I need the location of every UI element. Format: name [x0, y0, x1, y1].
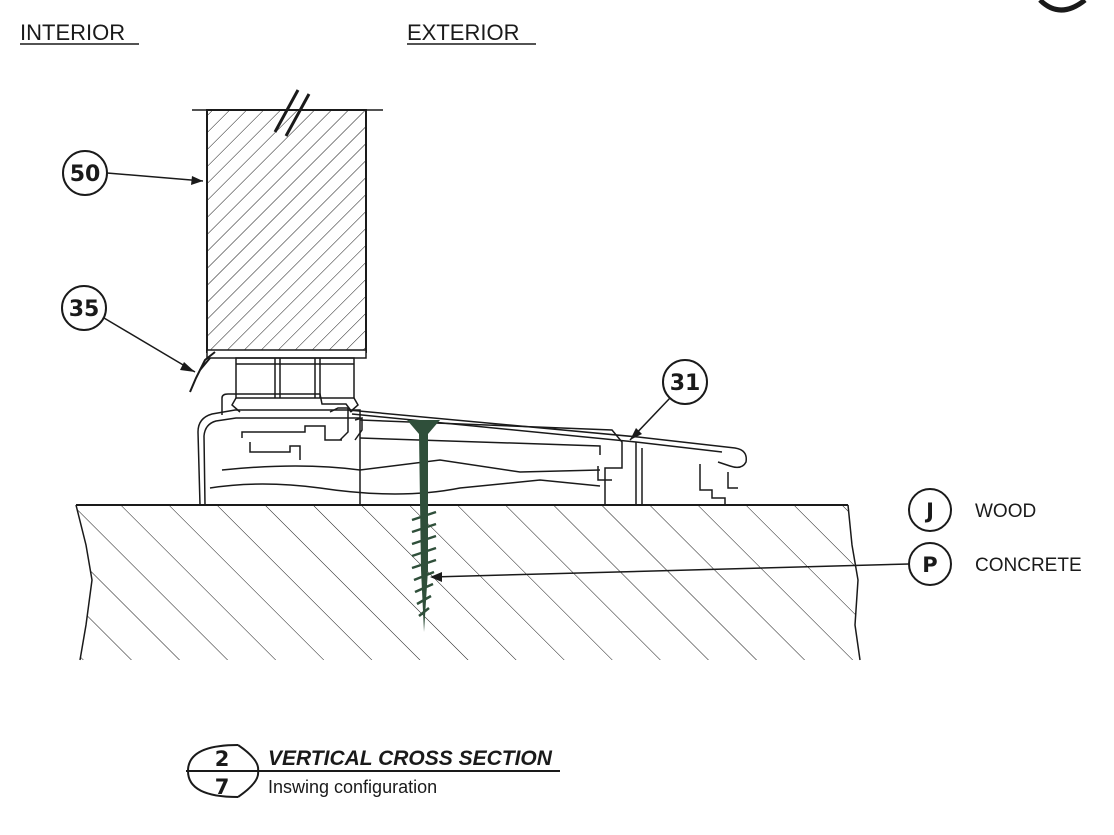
callout-31-number: 31	[670, 371, 701, 396]
legend-text-wood: WOOD	[975, 501, 1036, 522]
anchor-screw	[407, 420, 440, 632]
door-panel	[192, 89, 383, 359]
callout-50-number: 50	[70, 162, 101, 187]
legend-item-concrete: P CONCRETE	[908, 542, 1082, 586]
weatherstrip	[189, 351, 216, 393]
title-block: 2 7 VERTICAL CROSS SECTION Inswing confi…	[186, 744, 560, 799]
callout-31: 31	[629, 359, 708, 441]
detail-number: 2	[215, 747, 230, 771]
legend-letter-p: P	[922, 553, 937, 577]
callout-35: 35	[61, 285, 196, 373]
detail-title: VERTICAL CROSS SECTION	[268, 747, 553, 770]
legend-item-wood: J WOOD	[908, 488, 1036, 532]
cropped-symbol-fragment	[1038, 0, 1087, 13]
callout-50: 50	[62, 150, 204, 196]
legend-letter-j: J	[924, 499, 934, 523]
detail-subtitle: Inswing configuration	[268, 777, 437, 797]
callout-35-number: 35	[69, 297, 100, 322]
interior-label: INTERIOR	[20, 20, 125, 45]
sheet-number: 7	[215, 775, 230, 799]
concrete-slab	[75, 504, 861, 661]
legend-text-concrete: CONCRETE	[975, 555, 1082, 576]
material-legend: J WOOD P CONCRETE	[430, 488, 1082, 586]
exterior-label: EXTERIOR	[407, 20, 519, 45]
concrete-leader-line	[431, 563, 910, 578]
threshold-assembly	[197, 393, 748, 506]
